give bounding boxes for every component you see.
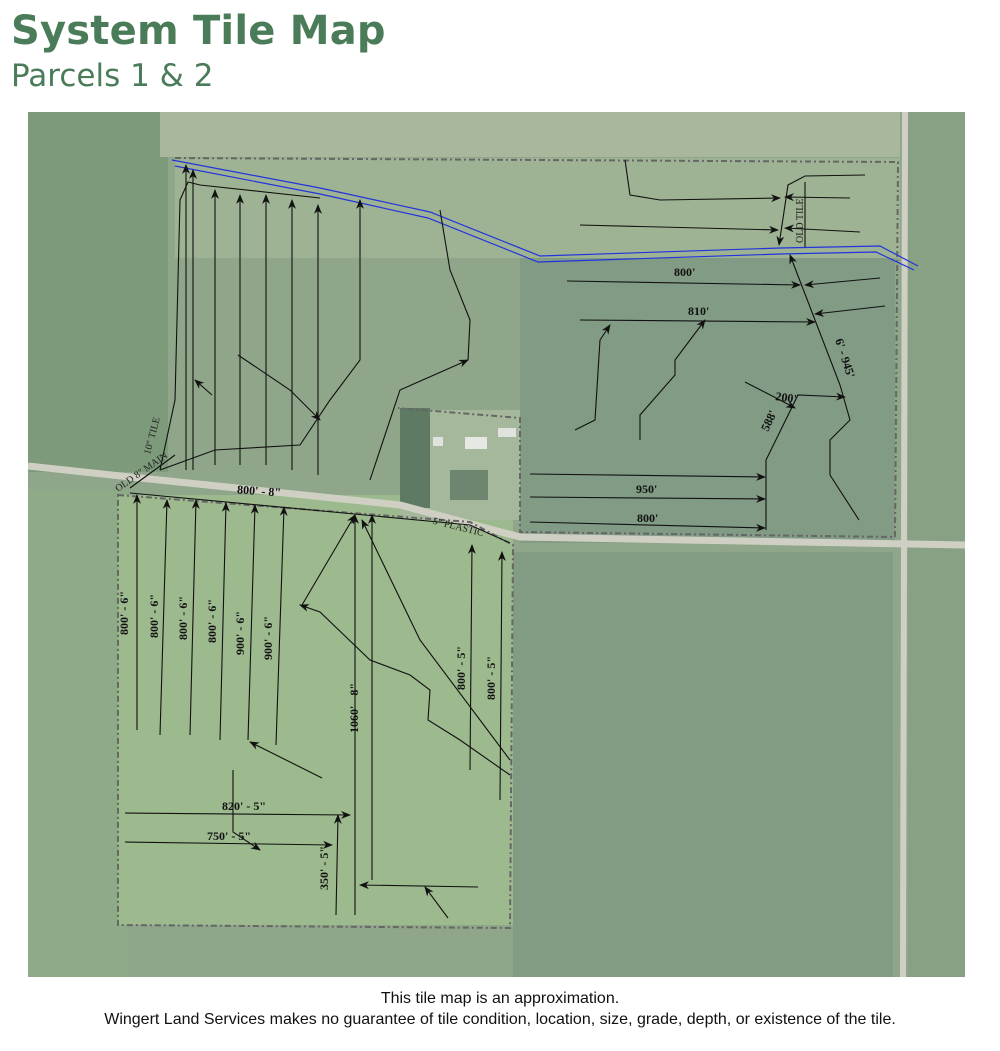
label-lateral: 800' - 5" [484,656,498,700]
tile-lines [124,159,886,919]
label-lateral: 900' - 6" [261,616,275,660]
label-lateral: 900' - 6" [233,611,247,655]
label-e950: 950' [636,482,657,496]
page-title: System Tile Map [11,8,386,54]
label-350: 350' - 5" [317,846,331,890]
ditch [171,159,919,271]
aerial-background [28,112,965,977]
label-750: 750' - 5" [207,829,251,843]
label-lateral: 800' - 5" [454,646,468,690]
label-e200: 200' [775,389,798,406]
tile-map: 800' - 8" 5" PLASTIC OLD 8" MAIN 10" TIL… [28,112,965,977]
disclaimer-line-2: Wingert Land Services makes no guarantee… [104,1011,896,1028]
label-e800: 800' [674,265,695,279]
label-main-north: 800' - 8" [237,482,282,499]
label-lateral: 800' - 6" [205,599,219,643]
disclaimer: This tile map is an approximation. Winge… [0,988,1000,1030]
label-old-tile: OLD TILE [795,198,806,243]
label-lateral: 800' - 6" [176,596,190,640]
label-e810: 810' [688,304,709,318]
parcel-boundaries [117,157,900,930]
label-main-1060: 1060' - 8" [347,683,361,733]
page-subtitle: Parcels 1 & 2 [11,58,214,94]
disclaimer-line-1: This tile map is an approximation. [380,990,620,1007]
label-lateral: 800' - 6" [117,591,131,635]
label-lateral: 800' - 6" [147,594,161,638]
label-e800b: 800' [637,511,658,525]
roads [28,112,965,977]
label-820: 820' - 5" [222,799,266,813]
